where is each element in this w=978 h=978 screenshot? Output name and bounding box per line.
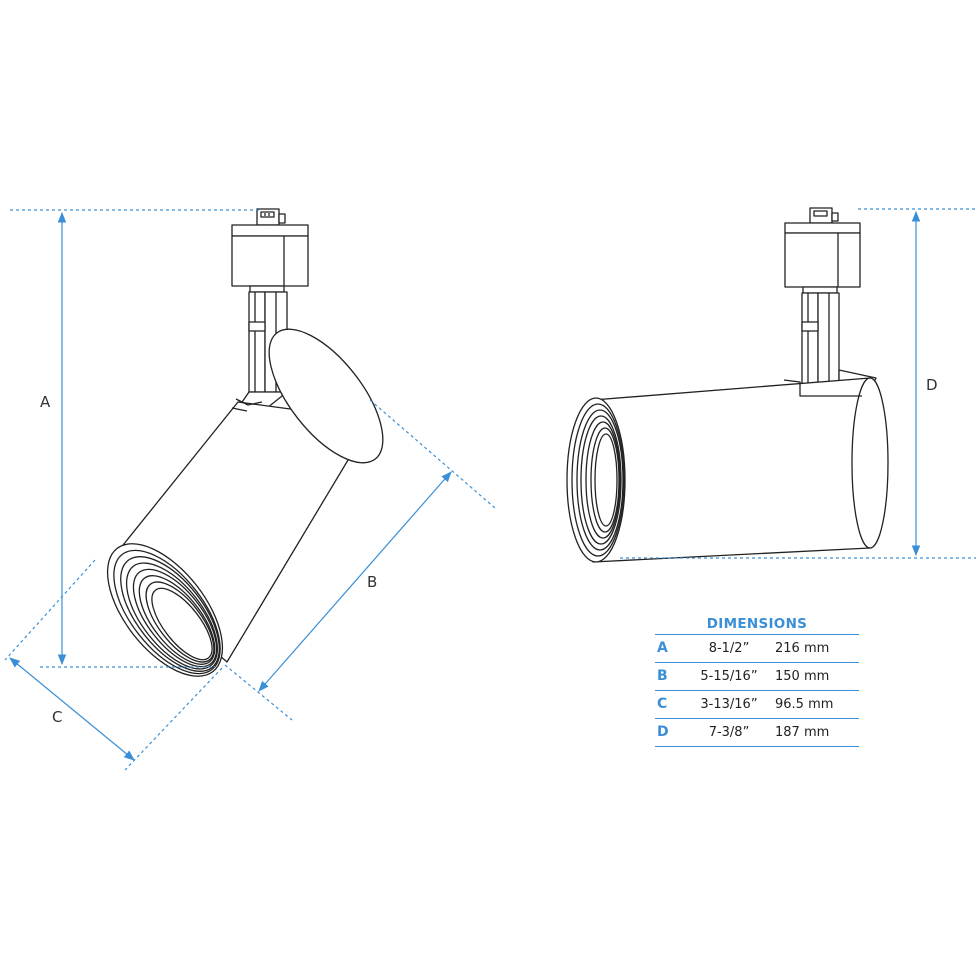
left-baffle: [106, 543, 224, 677]
dim-b-label: B: [367, 573, 377, 591]
dim-c-extension-right: [124, 667, 223, 771]
dim-c-extension-left: [4, 559, 96, 661]
dim-b-arrow: [258, 471, 452, 692]
dim-a-label: A: [40, 393, 51, 411]
row-mm: 187 mm: [775, 725, 830, 740]
row-inches: 5-15/16”: [700, 669, 758, 684]
dimension-lines: [4, 208, 976, 771]
row-letter: A: [657, 640, 668, 656]
angled-track-light-drawing: [106, 208, 384, 677]
row-inches: 3-13/16”: [700, 697, 758, 712]
left-track-connector: [231, 208, 309, 293]
table-row: C 3-13/16” 96.5 mm: [655, 690, 859, 718]
dim-b-extension-bottom: [224, 664, 293, 721]
table-row: D 7-3/8” 187 mm: [655, 718, 859, 747]
dim-d-label: D: [926, 376, 938, 394]
row-inches: 8-1/2”: [708, 641, 750, 656]
horizontal-track-light-drawing: [566, 207, 889, 563]
row-letter: D: [657, 724, 669, 740]
table-row: B 5-15/16” 150 mm: [655, 662, 859, 690]
table-row: A 8-1/2” 216 mm: [655, 634, 859, 662]
dim-b-extension-top: [369, 399, 496, 509]
row-letter: C: [657, 696, 668, 712]
row-letter: B: [657, 668, 668, 684]
right-track-connector: [784, 207, 861, 294]
right-baffle: [566, 397, 626, 563]
dim-c-arrow: [9, 657, 135, 761]
row-inches: 7-3/8”: [708, 725, 750, 740]
row-mm: 216 mm: [775, 641, 830, 656]
row-mm: 96.5 mm: [775, 697, 834, 712]
right-cylinder: [592, 377, 889, 563]
dimensions-table: DIMENSIONS A 8-1/2” 216 mm B 5-15/16” 15…: [655, 614, 859, 747]
dimensions-title: DIMENSIONS: [706, 616, 808, 632]
dim-c-label: C: [52, 708, 62, 726]
row-mm: 150 mm: [775, 669, 830, 684]
